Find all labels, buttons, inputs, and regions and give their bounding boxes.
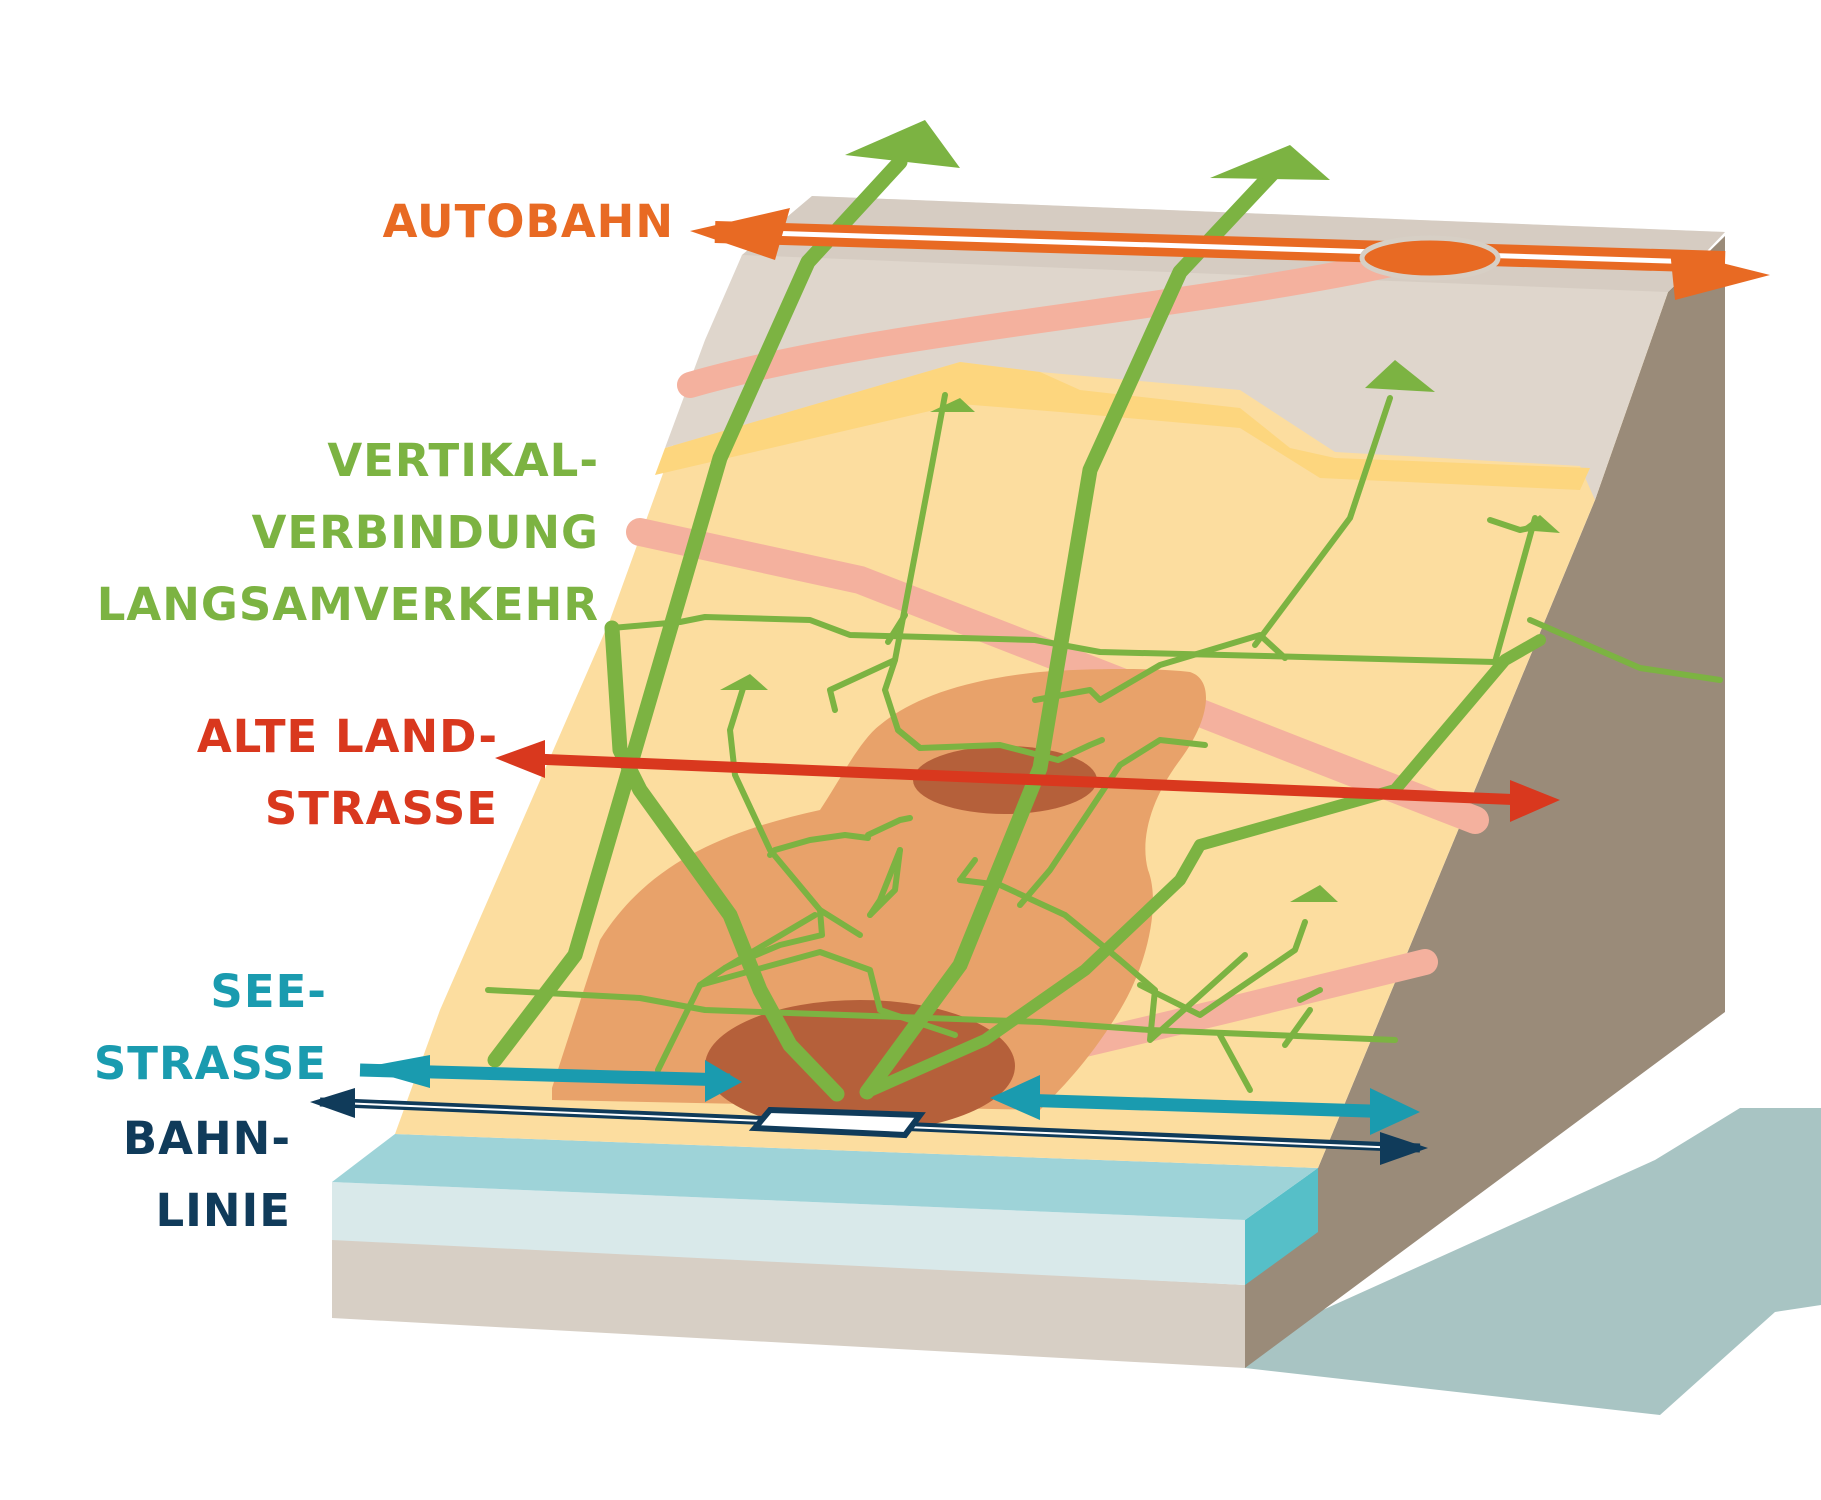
autobahn-route — [690, 208, 1770, 300]
label-vertikal-line-1: VERTIKAL- — [327, 434, 599, 487]
label-autobahn-line-1: AUTOBAHN — [382, 195, 674, 248]
green-lower-right — [866, 634, 1546, 1096]
label-vertikal-line-2: VERBINDUNG — [251, 506, 599, 559]
ridge-band — [655, 362, 1590, 490]
bahnlinie-route — [310, 1088, 1428, 1165]
label-bahnlinie: BAHN- LINIE — [123, 1103, 291, 1247]
label-seestrasse: SEE- STRASSE — [94, 956, 327, 1100]
label-see-line-1: SEE- — [210, 965, 327, 1018]
label-vertikal-line-3: LANGSAMVERKEHR — [96, 578, 599, 631]
label-autobahn: AUTOBAHN — [383, 186, 674, 258]
green-arrowheads — [720, 120, 1560, 902]
lake-front — [332, 1182, 1245, 1285]
label-alte-line-2: STRASSE — [264, 782, 498, 835]
green-network-thin — [485, 392, 1723, 1093]
label-vertikalverbindung: VERTIKAL- VERBINDUNG LANGSAMVERKEHR — [97, 425, 599, 641]
seestrasse-route — [359, 1055, 1420, 1135]
station — [748, 1106, 926, 1139]
lake-edge — [1245, 1168, 1318, 1285]
block-base-front — [332, 1238, 1245, 1368]
lake-top — [332, 1134, 1318, 1220]
label-bahn-line-2: LINIE — [155, 1184, 291, 1237]
label-bahn-line-1: BAHN- — [122, 1112, 291, 1165]
label-see-line-2: STRASSE — [93, 1037, 327, 1090]
ground-shadow — [1245, 1108, 1821, 1415]
label-alte-line-1: ALTE LAND- — [196, 710, 498, 763]
alte-landstrasse-route — [495, 740, 1560, 822]
label-alte-landstrasse: ALTE LAND- STRASSE — [197, 701, 498, 845]
